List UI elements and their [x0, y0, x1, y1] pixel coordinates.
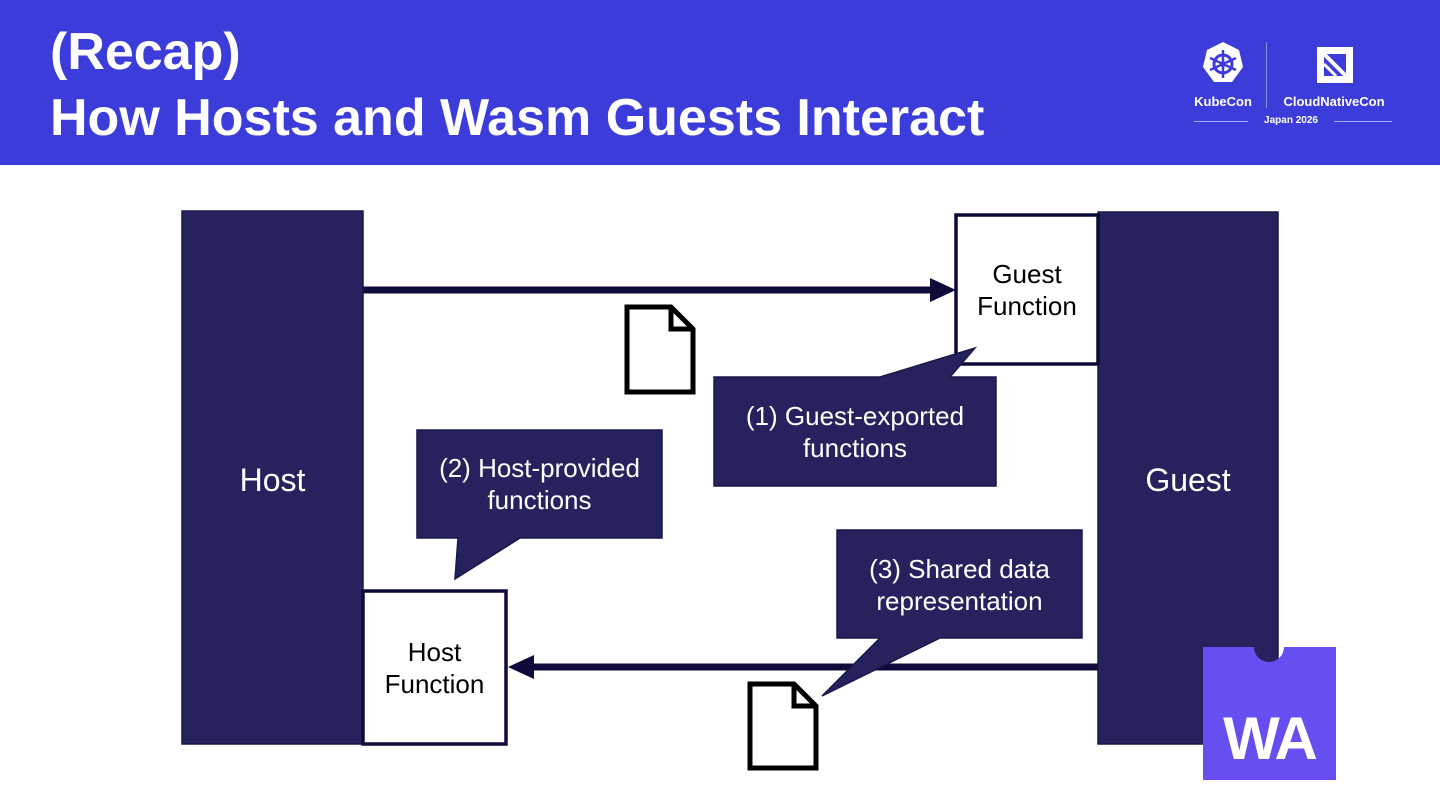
callout-1-line-2: functions	[802, 433, 908, 463]
wasm-badge-text: WA	[1223, 705, 1318, 772]
callout-2-text: (2) Host-provided functions	[417, 452, 662, 516]
guest-function-line-2: Function	[977, 291, 1077, 321]
document-icon	[747, 681, 819, 771]
logo-divider	[1266, 42, 1267, 108]
host-function-box	[361, 589, 508, 746]
kubecon-logo: KubeCon CloudNativeCon Japan 2026	[1186, 34, 1398, 134]
host-column	[181, 210, 364, 745]
callout-1-line-1: (1) Guest-exported	[745, 401, 965, 431]
guest-function-box	[954, 213, 1100, 366]
host-function-label: Host Function	[363, 636, 506, 700]
call-arrow-to-guest	[363, 278, 956, 302]
guest-function-line-1: Guest	[992, 259, 1062, 289]
guest-function-label: Guest Function	[956, 258, 1098, 322]
call-arrow-to-host	[508, 655, 1098, 679]
logo-kubecon-text: KubeCon	[1194, 94, 1252, 109]
cncf-icon	[1317, 47, 1353, 83]
logo-cloudnativecon-text: CloudNativeCon	[1283, 94, 1385, 109]
logo-event-text: Japan 2026	[1264, 115, 1318, 126]
document-icon	[624, 304, 696, 395]
callout-2-line-1: (2) Host-provided	[439, 453, 640, 483]
callout-3-line-2: representation	[876, 586, 1043, 616]
host-function-line-2: Function	[384, 669, 485, 699]
callout-3-text: (3) Shared data representation	[837, 553, 1082, 617]
slide-title-line-1: (Recap)	[50, 23, 241, 81]
guest-label: Guest	[1145, 462, 1231, 498]
header-banner: (Recap) How Hosts and Wasm Guests Intera…	[0, 0, 1440, 165]
slide-title-line-2: How Hosts and Wasm Guests Interact	[50, 89, 985, 147]
host-label: Host	[239, 462, 306, 498]
callout-2-line-2: functions	[487, 485, 592, 515]
kubernetes-icon	[1203, 42, 1243, 82]
callout-1-text: (1) Guest-exported functions	[714, 400, 996, 464]
webassembly-logo	[1203, 647, 1336, 780]
callout-shared-data	[821, 529, 1083, 697]
logo-rule-left	[1194, 121, 1248, 122]
host-function-line-1: Host	[407, 637, 462, 667]
logo-rule-right	[1334, 121, 1392, 122]
callout-3-line-1: (3) Shared data	[869, 554, 1050, 584]
callout-host-provided	[416, 429, 663, 581]
callout-guest-exported	[713, 346, 997, 487]
